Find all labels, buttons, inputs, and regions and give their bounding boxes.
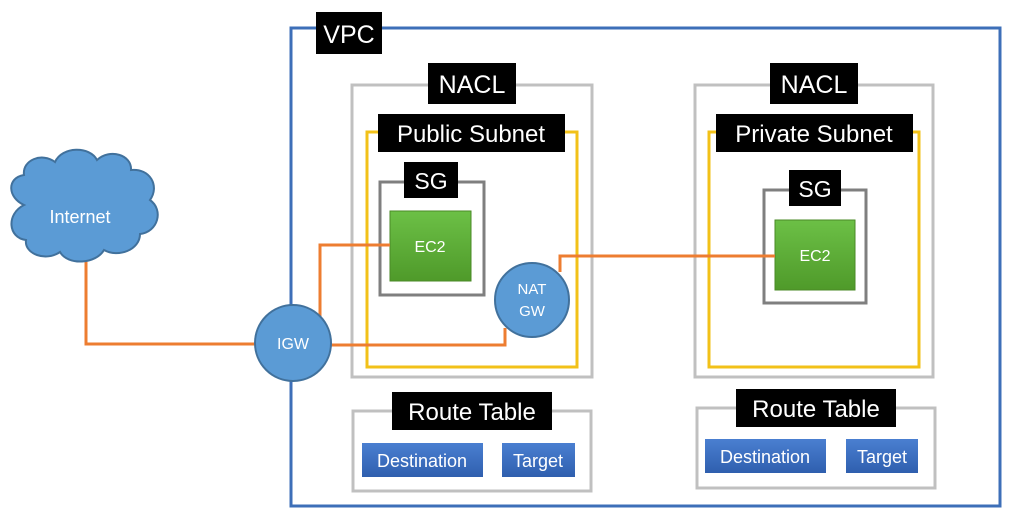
nat-gw-to-private-ec2-line [558,254,775,272]
public-sg-label-bg [404,162,458,198]
private-sg-label: SG [798,176,831,202]
vpc-boundary [289,26,1002,508]
private-route-table-title: Route Table [752,396,880,423]
internet-to-igw-line [84,255,256,346]
igw-label: IGW [277,336,310,353]
nat-gw-label-line2: GW [519,303,546,320]
vpc-label: VPC [323,21,374,49]
private-route-table-title-bg [736,389,896,427]
public-route-table-title: Route Table [408,399,536,426]
nat-gw-label-line1: NAT [518,281,547,298]
internet-cloud-icon [10,148,159,263]
private-destination-cell [705,439,826,473]
igw-node [254,304,332,382]
vpc-label-bg [316,12,382,54]
private-sg-label-bg [789,170,841,206]
internet-label: Internet [49,207,110,227]
igw-to-nat-gw-line [330,328,507,347]
private-nacl-label: NACL [781,71,848,99]
public-ec2-label: EC2 [414,239,445,256]
public-destination-label: Destination [377,451,467,471]
public-ec2-instance [389,210,472,282]
nat-gw-node [494,262,570,338]
public-sg-label: SG [414,168,447,194]
public-route-table-title-bg [392,392,552,430]
private-destination-label: Destination [720,447,810,467]
private-target-label: Target [857,447,907,467]
public-target-cell [502,443,575,477]
private-subnet-label-bg [716,114,913,152]
public-nacl-label-bg [428,63,516,104]
private-target-cell [846,439,918,473]
public-subnet-label: Public Subnet [397,121,545,148]
private-ec2-label: EC2 [799,248,830,265]
public-nacl-label: NACL [439,71,506,99]
private-nacl-label-bg [770,63,858,104]
public-destination-cell [362,443,483,477]
public-subnet-label-bg [378,114,565,152]
igw-to-public-ec2-line [318,243,390,322]
private-subnet-label: Private Subnet [735,121,893,148]
private-ec2-instance [774,219,856,291]
public-target-label: Target [513,451,563,471]
